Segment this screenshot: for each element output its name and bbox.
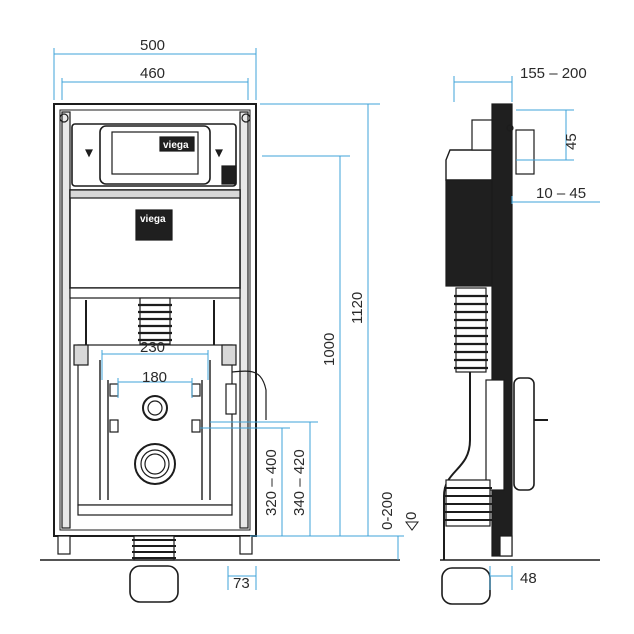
right-arrow-icon	[215, 149, 223, 158]
left-rail	[61, 111, 71, 529]
floor-level-icon	[405, 521, 419, 531]
outlet-pipe-core	[144, 453, 166, 475]
dim-height-total: 1120	[349, 292, 366, 324]
service-cable	[231, 370, 267, 420]
left-foot	[57, 535, 71, 555]
side-outlet-bend	[443, 372, 471, 560]
support-struts	[85, 300, 215, 345]
inner-stud-rods	[107, 380, 203, 500]
inlet-pipe	[142, 395, 168, 421]
flush-pipe-bellows	[138, 297, 172, 345]
drain-connector-side	[441, 479, 492, 605]
logo-badge-cistern	[135, 209, 173, 241]
right-foot	[239, 535, 253, 555]
outlet-pipe	[134, 443, 176, 485]
dim-gap-range: 10 – 45	[536, 185, 586, 202]
dim-depth-range: 155 – 200	[520, 65, 587, 82]
dim-panel: 45	[563, 133, 580, 150]
outlet-pipe-inner	[140, 449, 170, 479]
dim-inlet-spacing: 180	[142, 369, 167, 386]
front-frame-inner	[59, 109, 251, 531]
right-rail	[239, 111, 249, 529]
side-cistern-lid	[471, 119, 493, 151]
bottom-plate	[77, 504, 233, 516]
top-left-hole	[59, 113, 69, 123]
dim-foot-offset: 73	[233, 575, 250, 592]
side-flush-bellows	[454, 287, 488, 373]
dim-floor-zero: 0	[403, 512, 420, 520]
side-hole	[506, 124, 514, 132]
dim-base: 48	[520, 570, 537, 587]
dimension-lines	[53, 48, 600, 590]
left-arrow-icon	[85, 149, 93, 158]
logo-text-top: viega	[163, 140, 189, 151]
cistern-top-band	[69, 189, 241, 199]
dimension-labels: 500 460 230 180 73 155 – 200 10 – 45 48 …	[140, 37, 587, 592]
top-right-hole	[241, 113, 251, 123]
dim-inlet-height: 320 – 400	[263, 449, 280, 516]
side-wall-plate	[513, 377, 535, 491]
side-cistern	[445, 179, 493, 287]
right-bracket	[221, 344, 237, 366]
dim-frame-width: 500	[140, 37, 165, 54]
stud-rods	[99, 360, 211, 500]
actuation-clip	[221, 165, 237, 185]
side-support	[485, 379, 505, 491]
side-foot	[499, 535, 513, 557]
cross-bar	[69, 287, 241, 299]
dim-foot-adjust: 0-200	[379, 492, 396, 530]
side-view	[441, 103, 548, 605]
dim-height-actuation: 1000	[321, 333, 338, 366]
dim-inner-width: 460	[140, 65, 165, 82]
front-view: viega viega	[53, 103, 267, 603]
left-bracket	[73, 344, 89, 366]
inlet-pipe-inner	[147, 400, 163, 416]
side-cistern-top	[445, 149, 493, 181]
drain-connector-front	[129, 535, 179, 603]
logo-badge-top	[159, 136, 195, 152]
side-actuation-block	[515, 129, 535, 175]
dim-outlet-height: 340 – 420	[291, 449, 308, 516]
logo-text-cistern: viega	[140, 214, 166, 225]
valve-body	[225, 383, 237, 415]
dim-outlet-spacing: 230	[140, 339, 165, 356]
